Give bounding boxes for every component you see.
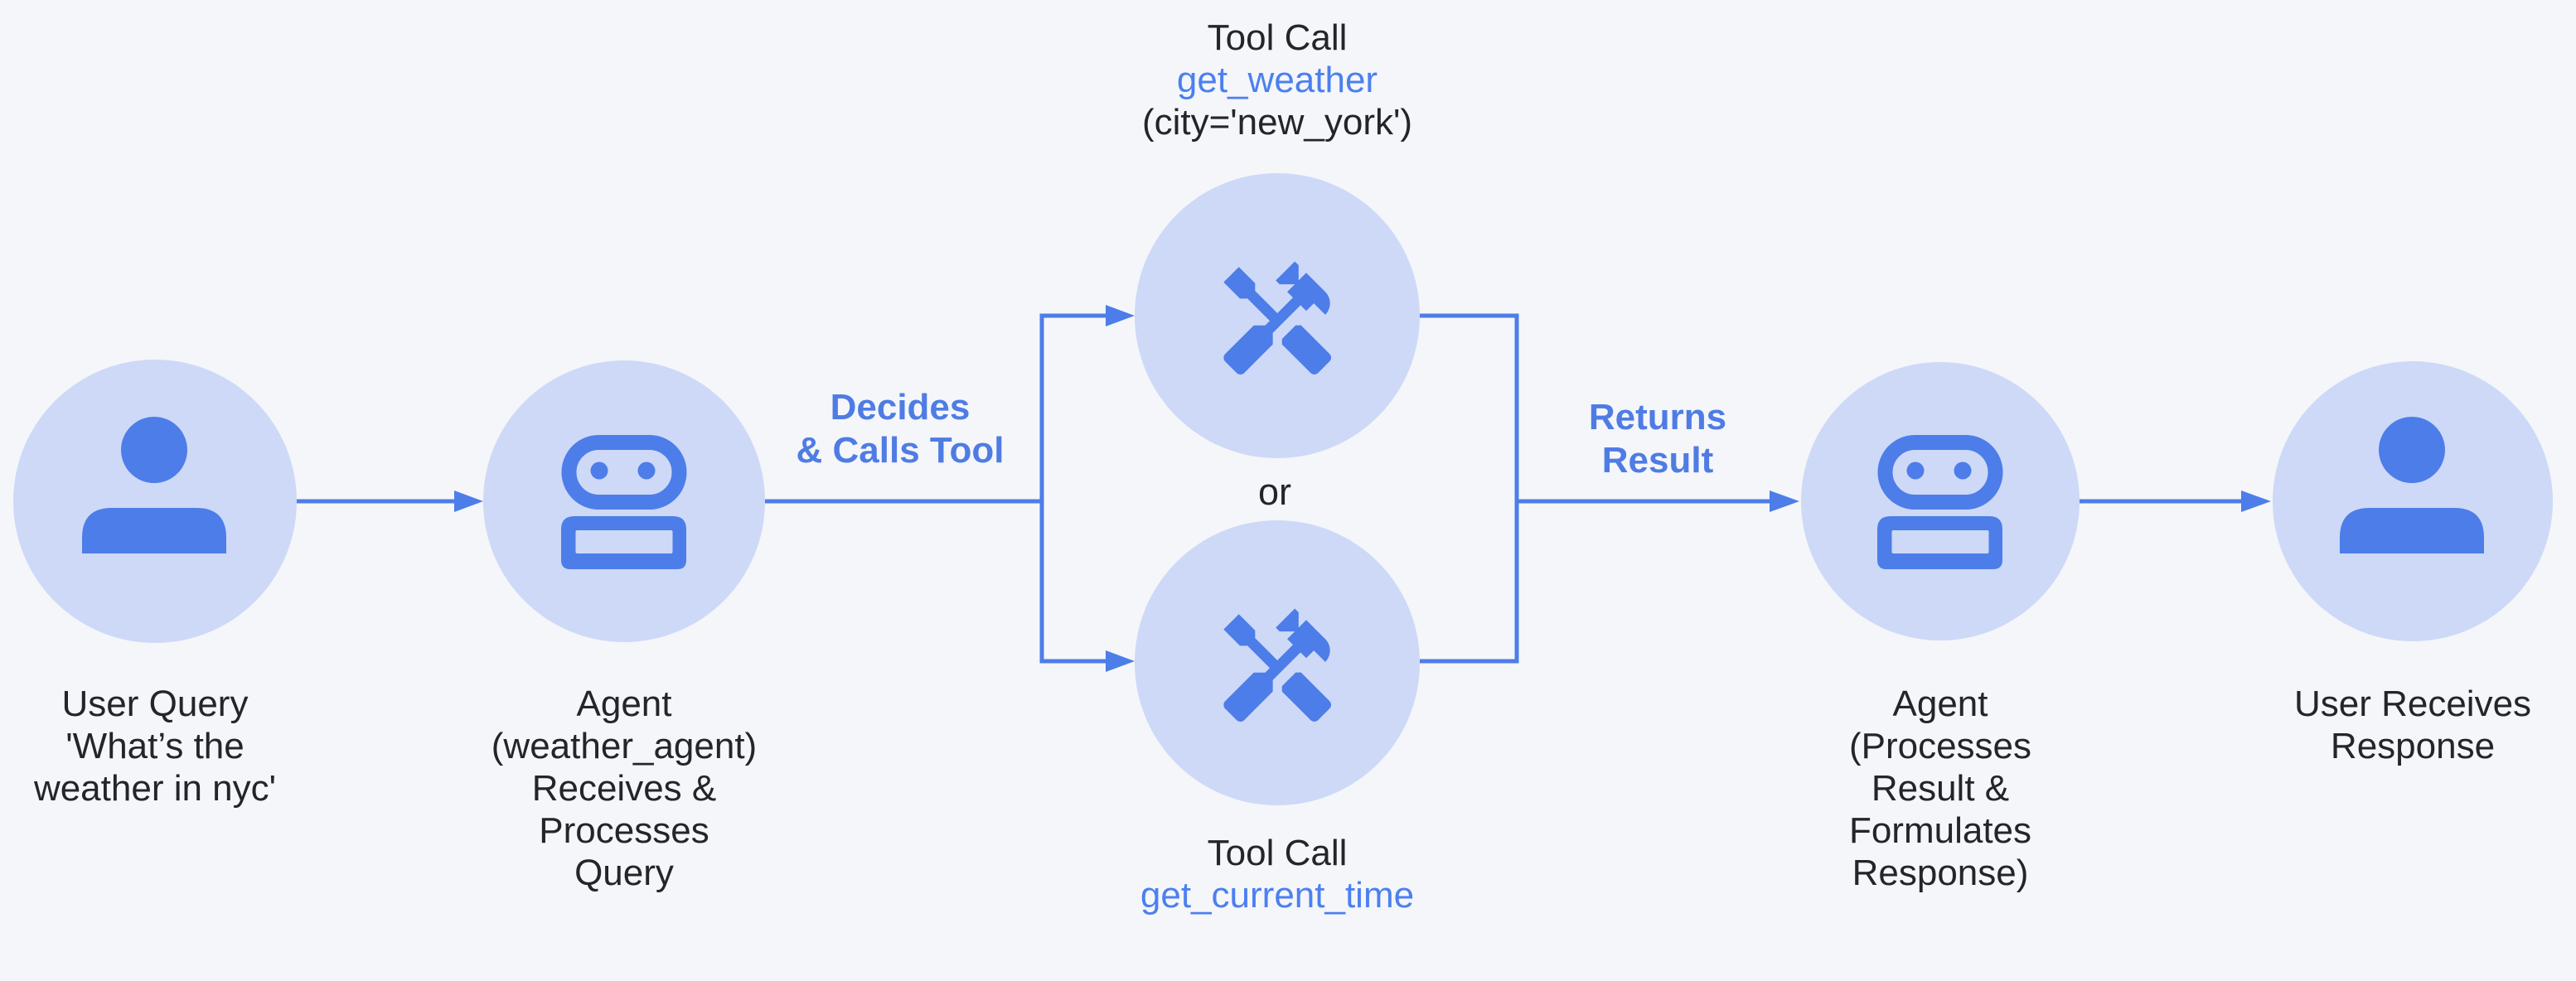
or-label: or: [1257, 471, 1291, 513]
tool-args: (city='new_york'): [1141, 102, 1413, 143]
label-line: Receives &: [531, 768, 717, 809]
tool-time-caption: Tool Call get_current_time: [1029, 832, 1526, 916]
node-user-query: [13, 360, 297, 643]
robot-icon: [1877, 435, 2003, 569]
label-line: Response: [2330, 726, 2496, 766]
agent-respond-label: Agent (Processes Result & Formulates Res…: [1758, 683, 2123, 894]
label-line: User Receives: [2293, 684, 2532, 724]
arrowhead-agent-to-user: [2241, 490, 2271, 512]
edge-label-line: Returns: [1588, 397, 1727, 437]
agent-receive-label: Agent (weather_agent) Receives & Process…: [442, 683, 806, 894]
caption-line: Tool Call: [1207, 17, 1348, 58]
caption-line: Tool Call: [1207, 833, 1348, 873]
user-response-label: User Receives Response: [2230, 683, 2576, 767]
edge-label-line: Decides: [830, 387, 971, 428]
tool-name-get-weather: get_weather: [1176, 60, 1378, 100]
node-agent-respond: [1801, 362, 2080, 640]
label-line: 'What’s the: [65, 726, 245, 766]
person-icon: [2340, 417, 2484, 553]
tools-icon: [1223, 608, 1332, 722]
arrowhead-tool-bottom: [1106, 650, 1135, 672]
user-response-circle: [2273, 361, 2553, 641]
node-agent-receive: [483, 360, 765, 642]
label-line: Formulates: [1848, 810, 2032, 851]
user-query-circle: [13, 360, 297, 643]
edge-label-line: & Calls Tool: [796, 430, 1005, 471]
label-line: (Processes: [1848, 726, 2032, 766]
node-tool-time: [1135, 520, 1420, 805]
tool-weather-caption: Tool Call get_weather (city='new_york'): [1029, 17, 1526, 143]
user-query-label: User Query 'What’s the weather in nyc': [0, 683, 337, 809]
edge-label-decides-calls-tool: Decides & Calls Tool: [734, 386, 1066, 472]
label-line: Processes: [539, 810, 709, 851]
label-line: Agent: [576, 684, 672, 724]
tool-name-get-current-time: get_current_time: [1140, 875, 1415, 916]
arrowhead-merge-to-agent: [1770, 490, 1799, 512]
tools-icon: [1223, 261, 1332, 375]
arrowhead-tool-top: [1106, 305, 1135, 326]
edge-label-returns-result: Returns Result: [1492, 396, 1823, 482]
robot-icon: [561, 435, 687, 569]
person-icon: [82, 417, 226, 553]
label-line: Result &: [1871, 768, 2010, 809]
label-line: weather in nyc': [33, 768, 277, 809]
label-line: (weather_agent): [491, 726, 758, 766]
arrowhead-user-to-agent: [454, 490, 483, 512]
edge-label-line: Result: [1601, 440, 1714, 481]
label-line: Query: [574, 853, 674, 893]
label-line: Agent: [1892, 684, 1988, 724]
node-tool-weather: [1135, 173, 1420, 458]
label-line: Response): [1852, 853, 2029, 893]
label-line: User Query: [61, 684, 249, 724]
node-user-response: [2273, 361, 2553, 641]
